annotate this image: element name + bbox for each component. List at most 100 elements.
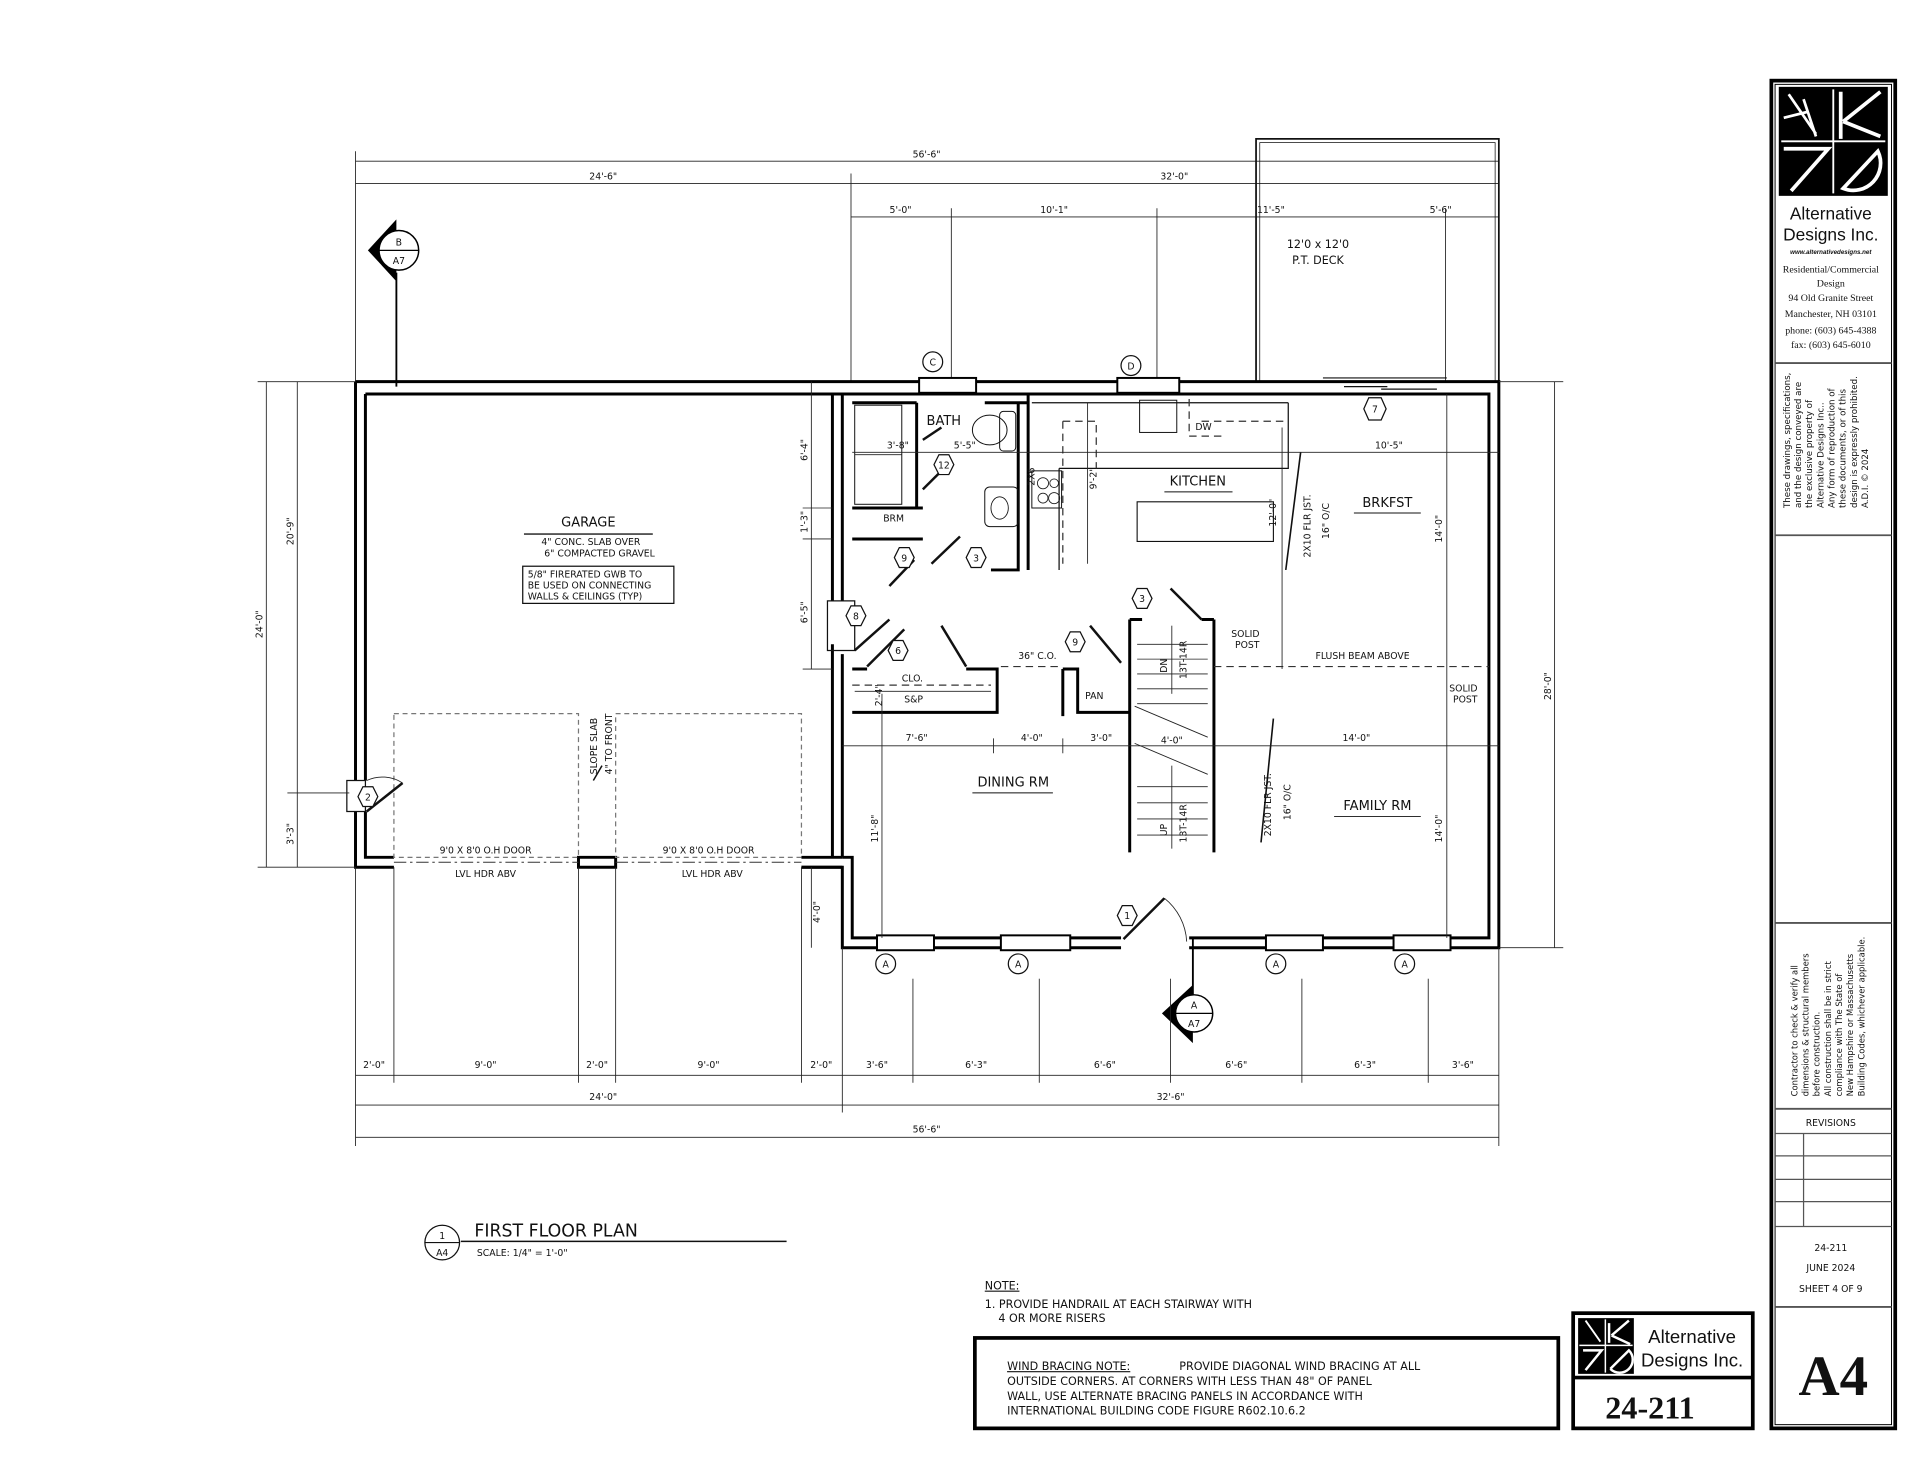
detail-number: 1 <box>439 1231 445 1242</box>
dim-clo-h: 2'-4" <box>874 684 885 706</box>
copyright-line: Any form of reproduction of <box>1828 387 1838 508</box>
title-block: Alternative Designs Inc. www.alternative… <box>1769 78 1898 1431</box>
dim-bottom-overall: 56'-6" <box>913 1124 941 1135</box>
section-marker-b: B A7 <box>367 219 420 387</box>
dim-dining-h: 11'-8" <box>870 815 881 843</box>
wind-bracing-line: OUTSIDE CORNERS. AT CORNERS WITH LESS TH… <box>1007 1375 1373 1388</box>
lvl-header-label: LVL HDR ABV <box>455 869 517 880</box>
section-b-sheet: A7 <box>393 256 405 267</box>
dim-top-house: 32'-0" <box>1160 172 1188 183</box>
wind-bracing-line: PROVIDE DIAGONAL WIND BRACING AT ALL <box>1179 1360 1421 1373</box>
dim-bottom-seg: 2'-0" <box>586 1060 608 1071</box>
slope-slab-note: 4" TO FRONT <box>604 713 615 774</box>
stair-up-label: UP <box>1159 823 1170 836</box>
dim-bottom-house: 32'-6" <box>1157 1092 1185 1103</box>
dim-bottom-garage: 24'-0" <box>589 1092 617 1103</box>
copyright-line: A.D.I. © 2024 <box>1861 448 1871 508</box>
door-tag: 12 <box>938 460 950 471</box>
dim-bottom-seg: 2'-0" <box>810 1060 832 1071</box>
dishwasher-label: DW <box>1195 422 1211 433</box>
section-a-sheet: A7 <box>1188 1019 1200 1030</box>
dim-mid: 6'-4" <box>800 439 811 461</box>
joist-label: 16" O/C <box>1283 784 1294 820</box>
company-address: 94 Old Granite Street <box>1788 293 1873 304</box>
dim-bottom-seg: 9'-0" <box>475 1060 497 1071</box>
firerated-note: BE USED ON CONNECTING <box>528 581 652 592</box>
contractor-line: All construction shall be in strict <box>1823 961 1833 1097</box>
contractor-line: Building Codes, whichever applicable. <box>1856 937 1866 1097</box>
note-heading: NOTE: <box>985 1280 1020 1293</box>
section-b-letter: B <box>396 237 402 248</box>
room-label-dining: DINING RM <box>977 776 1049 791</box>
dim-top-seg: 11'-5" <box>1257 205 1285 216</box>
window-tag: C <box>930 358 936 369</box>
dim-left-overall: 24'-0" <box>255 610 266 638</box>
contractor-line: compliance with The State of <box>1834 973 1844 1097</box>
dim-left-upper: 20'-9" <box>286 517 297 545</box>
interior-dimensions: 3'-8" 5'-5" 10'-5" 9'-2" 12'-0" 14'-0" 2… <box>842 394 1499 938</box>
deck: 12'0 x 12'0 P.T. DECK <box>1255 138 1500 383</box>
drawing-date: JUNE 2024 <box>1805 1263 1855 1274</box>
flush-beam-label: FLUSH BEAM ABOVE <box>1316 651 1410 662</box>
dim-row: 4'-0" <box>1161 735 1183 746</box>
plan-scale: SCALE: 1/4" = 1'-0" <box>477 1248 568 1259</box>
dim-mid: 4'-0" <box>812 901 823 923</box>
plan-title: FIRST FLOOR PLAN <box>474 1221 637 1241</box>
stud-label: 2X6 <box>1026 467 1037 485</box>
room-label-pan: PAN <box>1085 691 1103 702</box>
wind-bracing-heading: WIND BRACING NOTE: <box>1007 1360 1130 1373</box>
dim-family-h: 14'-0" <box>1434 815 1445 843</box>
door-tag: 8 <box>853 611 859 622</box>
door-tag: 3 <box>1139 594 1145 605</box>
room-label-garage: GARAGE <box>561 516 615 531</box>
dim-bottom-seg: 3'-6" <box>866 1060 888 1071</box>
dim-right-overall: 28'-0" <box>1543 672 1554 700</box>
window-tag: A <box>1402 960 1409 971</box>
cased-opening-label: 36" C.O. <box>1018 651 1056 662</box>
contractor-line: before construction. <box>1812 1012 1822 1097</box>
dim-bath-w1: 3'-8" <box>887 441 909 452</box>
room-label-clo: CLO. <box>902 673 923 684</box>
stamp-company: Alternative <box>1648 1326 1736 1347</box>
dim-mid: 6'-5" <box>800 601 811 623</box>
firerated-note: WALLS & CEILINGS (TYP) <box>528 592 643 603</box>
note-line: 1. PROVIDE HANDRAIL AT EACH STAIRWAY WIT… <box>985 1298 1252 1311</box>
garage-gravel-note: 6" COMPACTED GRAVEL <box>544 548 655 559</box>
company-phone: phone: (603) 645-4388 <box>1785 325 1876 336</box>
door-tags: 12 9 3 8 6 9 3 7 1 2 <box>357 397 1387 927</box>
company-service: Design <box>1817 278 1845 289</box>
copyright-line: these documents, or of this <box>1839 389 1849 508</box>
section-marker-a: A A7 <box>1161 937 1214 1044</box>
dim-brkfst-h: 14'-0" <box>1434 515 1445 543</box>
dim-bottom-seg: 2'-0" <box>363 1060 385 1071</box>
contractor-line: New Hampshire or Massachusetts <box>1845 954 1855 1097</box>
contractor-line: dimensions & structural members <box>1801 953 1811 1096</box>
company-service: Residential/Commercial <box>1783 265 1879 276</box>
bottom-dimensions: 2'-0" 9'-0" 2'-0" 9'-0" 2'-0" 3'-6" 6'-3… <box>355 867 1500 1146</box>
deck-size: 12'0 x 12'0 <box>1287 238 1349 251</box>
revisions-label: REVISIONS <box>1806 1118 1856 1129</box>
company-fax: fax: (603) 645-6010 <box>1791 340 1871 351</box>
door-tag: 9 <box>1072 638 1078 649</box>
general-notes: NOTE: 1. PROVIDE HANDRAIL AT EACH STAIRW… <box>973 1280 1561 1431</box>
joist-label: 2X10 FLR JST. <box>1303 494 1314 557</box>
slope-slab-note: SLOPE SLAB <box>589 718 600 774</box>
dim-brkfst-w: 10'-5" <box>1375 441 1403 452</box>
room-label-brkfst: BRKFST <box>1362 496 1412 511</box>
dim-top-overall: 56'-6" <box>913 149 941 160</box>
window-tag: A <box>1015 960 1022 971</box>
dim-row: 4'-0" <box>1021 733 1043 744</box>
door-tag: 2 <box>365 792 371 803</box>
sheet-count: SHEET 4 OF 9 <box>1799 1284 1863 1295</box>
stair-risers-label: 13T-14R <box>1179 640 1190 679</box>
copyright-line: Alternative Designs Inc.. <box>1816 402 1826 508</box>
copyright-line: the exclusive property of <box>1805 399 1815 508</box>
solid-post-label: POST <box>1453 694 1478 705</box>
garage-slab-note: 4" CONC. SLAB OVER <box>541 537 641 548</box>
job-stamp: Alternative Designs Inc. 24-211 <box>1571 1311 1755 1431</box>
solid-post-label: POST <box>1235 640 1260 651</box>
company-address: Manchester, NH 03101 <box>1785 309 1877 320</box>
dim-left-lower: 3'-3" <box>286 823 297 845</box>
dim-bottom-seg: 3'-6" <box>1452 1060 1474 1071</box>
